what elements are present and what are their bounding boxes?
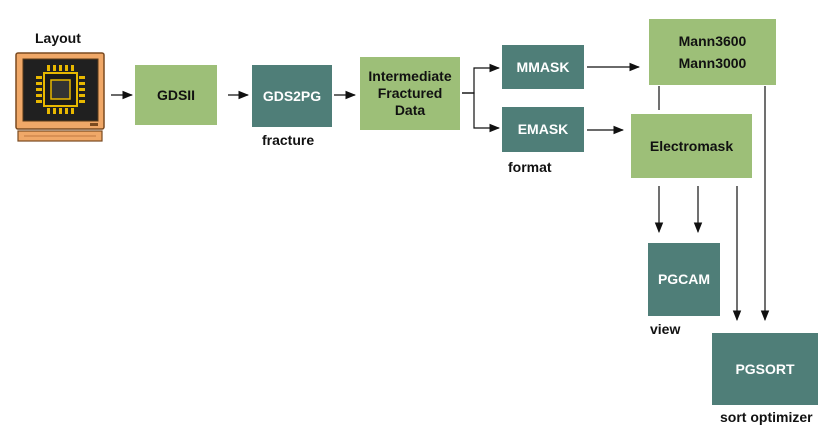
intermediate-label-line2: Fractured <box>377 85 443 101</box>
gds2pg-box: GDS2PG <box>252 65 332 127</box>
mmask-box: MMASK <box>502 45 584 89</box>
mmask-label: MMASK <box>516 58 570 75</box>
gdsii-box: GDSII <box>135 65 217 125</box>
pgcam-box: PGCAM <box>648 243 720 316</box>
gds2pg-label: GDS2PG <box>262 87 322 104</box>
intermediate-label-line1: Intermediate <box>368 68 452 84</box>
fracture-caption: fracture <box>262 132 315 148</box>
sort-optimizer-caption: sort optimizer <box>720 409 813 425</box>
electromask-label: Electromask <box>649 137 734 154</box>
format-caption: format <box>508 159 552 175</box>
arrow-intermediate-to-emask <box>462 92 501 133</box>
emask-box: EMASK <box>502 107 584 152</box>
mann3000-label: Mann3000 <box>678 55 747 71</box>
mann-box: Mann3600 Mann3000 <box>649 19 776 85</box>
layout-label: Layout <box>35 30 81 46</box>
pgsort-label: PGSORT <box>735 360 795 377</box>
chip-icon <box>36 65 85 114</box>
layout-computer <box>14 51 108 144</box>
mann3600-label: Mann3600 <box>678 33 747 49</box>
pgsort-box: PGSORT <box>712 333 818 405</box>
pgcam-label: PGCAM <box>657 271 711 287</box>
intermediate-fractured-data-box: Intermediate Fractured Data <box>360 57 460 130</box>
gdsii-label: GDSII <box>156 86 196 103</box>
intermediate-label-line3: Data <box>394 102 426 118</box>
arrow-intermediate-to-mmask <box>462 63 501 94</box>
computer-monitor-icon <box>15 52 105 142</box>
electromask-box: Electromask <box>631 114 752 178</box>
view-caption: view <box>650 321 681 337</box>
emask-label: EMASK <box>517 121 569 137</box>
